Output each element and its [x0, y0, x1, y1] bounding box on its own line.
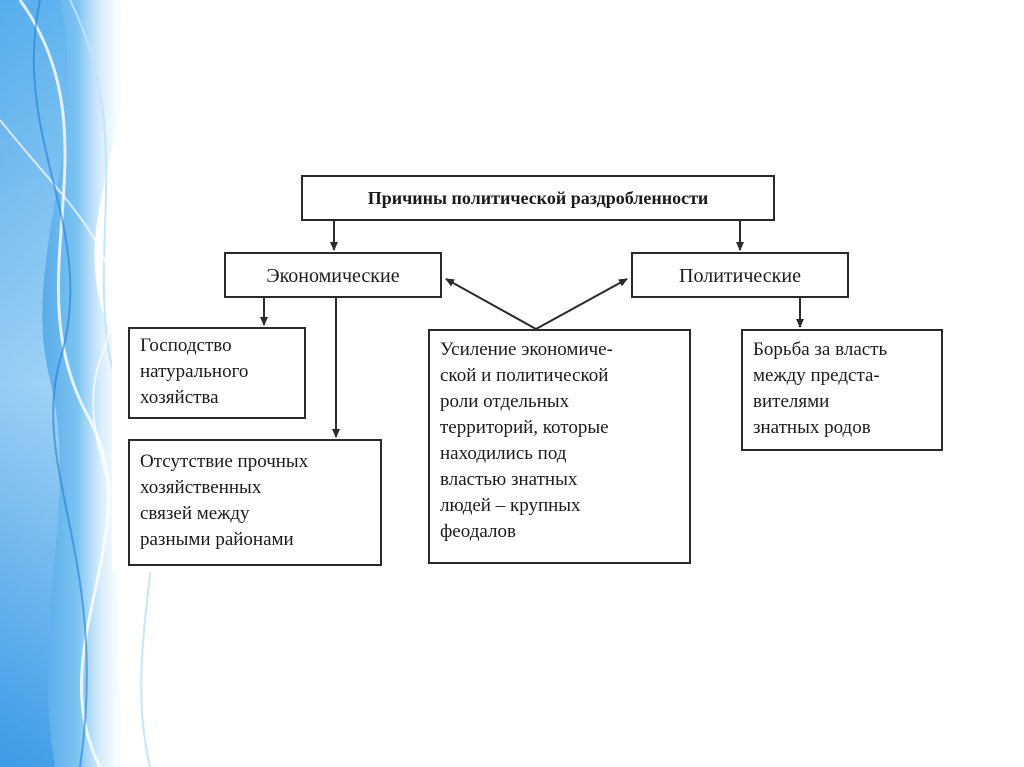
political-causes-box: Политические	[631, 252, 849, 298]
diagram-title-box: Причины политической раздробленности	[301, 175, 775, 221]
power-struggle-box: Борьба за власть между предста- вителями…	[741, 329, 943, 451]
natural-economy-box: Господство натурального хозяйства	[128, 327, 306, 419]
economic-causes-box: Экономические	[224, 252, 442, 298]
decorative-wave-background	[0, 0, 156, 767]
territories-strengthening-box: Усиление экономиче- ской и политической …	[428, 329, 691, 564]
no-economic-ties-box: Отсутствие прочных хозяйственных связей …	[128, 439, 382, 566]
